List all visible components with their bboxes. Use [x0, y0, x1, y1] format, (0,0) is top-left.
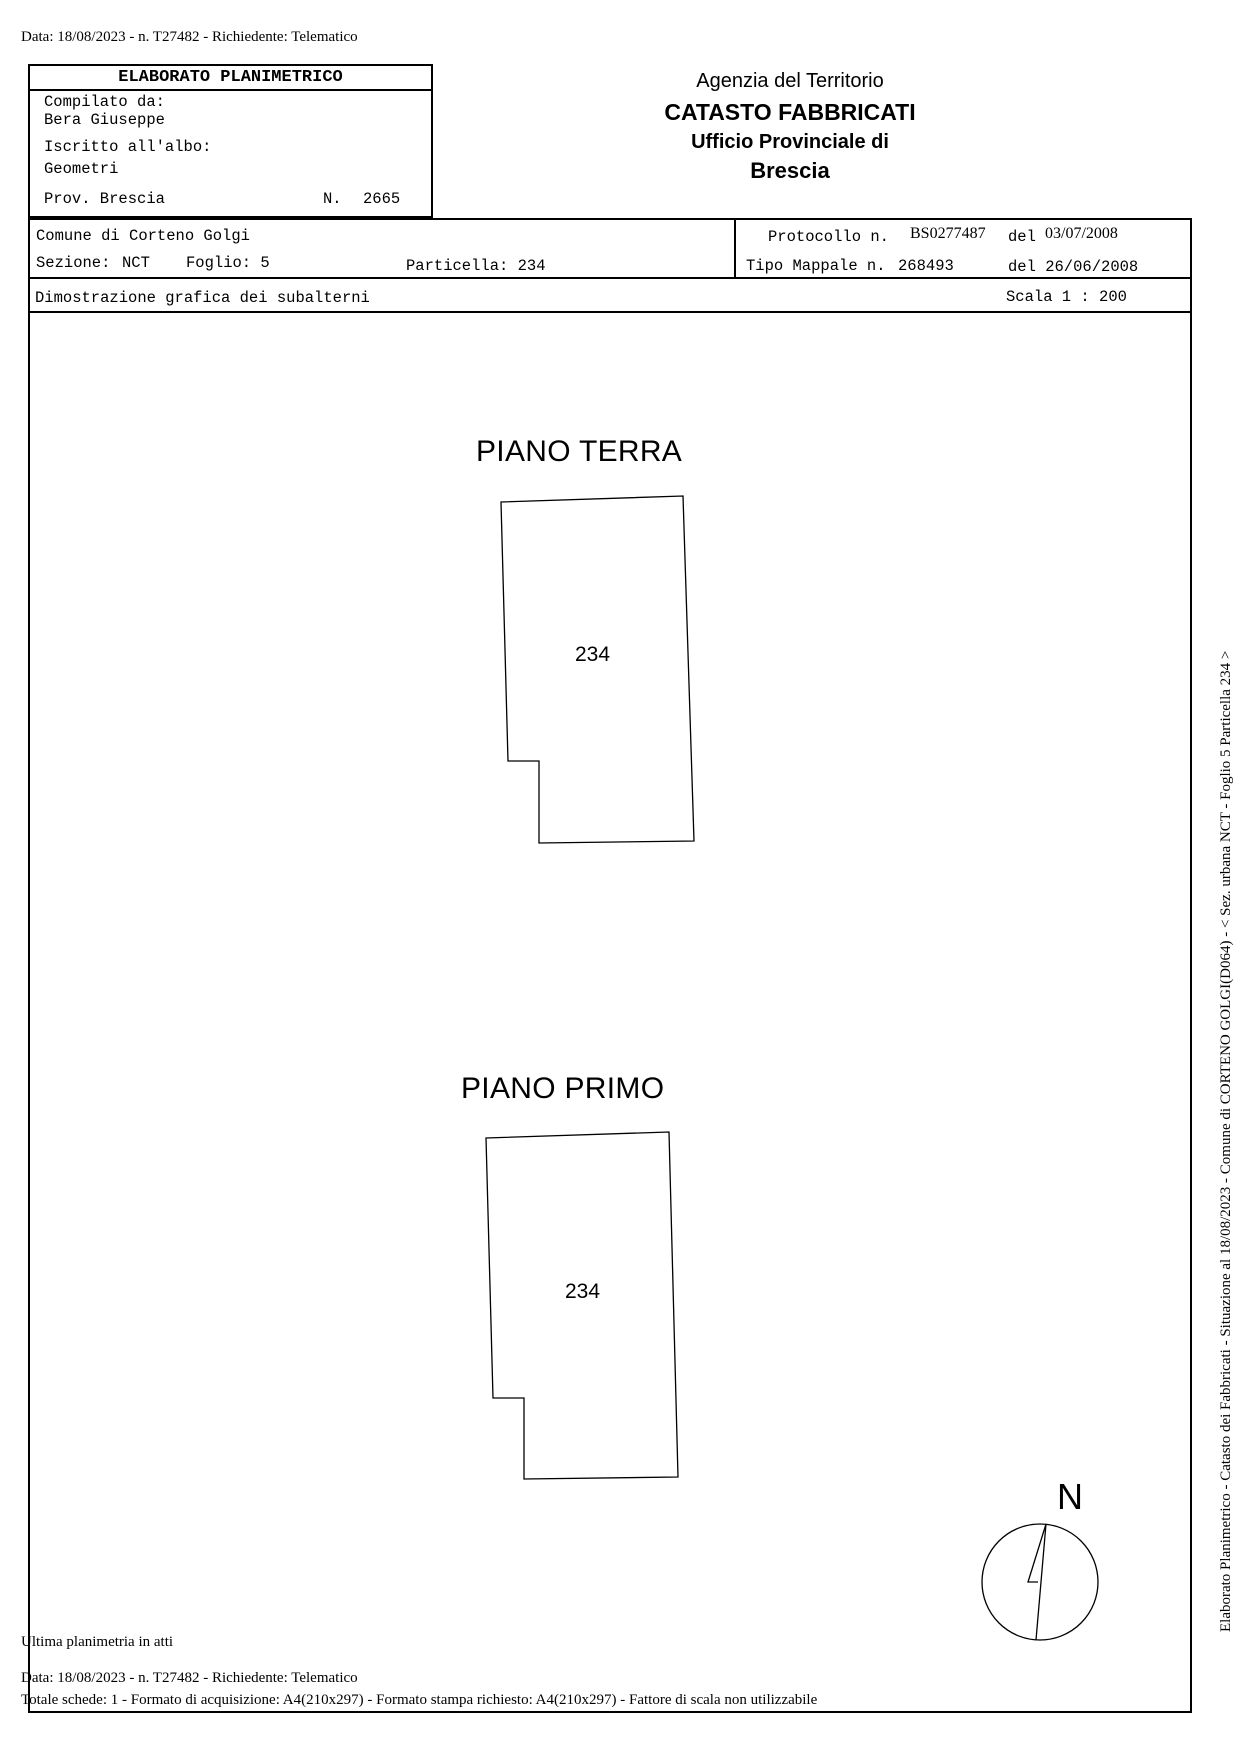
plan-divider: [28, 311, 1192, 313]
main-frame: [28, 218, 1192, 1713]
ultima-planimetria: Ultima planimetria in atti: [21, 1634, 174, 1650]
footer-totale-line: Totale schede: 1 - Formato di acquisizio…: [21, 1692, 818, 1708]
info-column-divider: [734, 218, 736, 278]
ufficio-city: Brescia: [750, 158, 830, 183]
tipo-mappale-label: Tipo Mappale n.: [746, 257, 886, 275]
parcel-outline-piano-primo: [485, 1131, 679, 1480]
elaborato-title: ELABORATO PLANIMETRICO: [30, 66, 431, 91]
province-label: Prov. Brescia: [44, 190, 165, 208]
side-vertical-text: Elaborato Planimetrico - Catasto dei Fab…: [1218, 650, 1234, 1632]
dimostrazione-label: Dimostrazione grafica dei subalterni: [35, 289, 370, 307]
footer-data-line: Data: 18/08/2023 - n. T27482 - Richieden…: [21, 1670, 358, 1686]
sezione-value: NCT: [122, 254, 150, 272]
iscritto-label: Iscritto all'albo:: [44, 138, 212, 156]
scale-label: Scala 1 : 200: [1006, 288, 1127, 306]
sezione-label: Sezione:: [36, 254, 111, 272]
protocollo-del: del: [1008, 228, 1036, 246]
foglio-label: Foglio: 5: [186, 254, 270, 272]
compilato-name: Bera Giuseppe: [44, 111, 165, 129]
iscritto-value: Geometri: [44, 160, 119, 178]
tipo-mappale-value: 268493: [898, 257, 954, 275]
parcel-label-piano-primo: 234: [565, 1280, 601, 1303]
parcel-outline-piano-terra: [500, 495, 695, 844]
elaborato-box: ELABORATO PLANIMETRICO Compilato da: Ber…: [28, 64, 433, 218]
protocollo-date: 03/07/2008: [1045, 225, 1118, 242]
albo-number-label: N.: [323, 190, 342, 208]
floor-title-piano-primo: PIANO PRIMO: [461, 1072, 665, 1105]
comune-label: Comune di Corteno Golgi: [36, 227, 250, 245]
ufficio-label: Ufficio Provinciale di: [691, 131, 889, 153]
catasto-title: CATASTO FABBRICATI: [664, 99, 916, 125]
protocollo-label: Protocollo n.: [768, 228, 889, 246]
north-label: N: [1057, 1476, 1083, 1517]
agency-name: Agenzia del Territorio: [696, 70, 884, 92]
compilato-label: Compilato da:: [44, 93, 165, 111]
info-divider: [28, 277, 1192, 279]
albo-number-value: 2665: [363, 190, 401, 208]
north-arrow-icon: [981, 1523, 1099, 1641]
floor-title-piano-terra: PIANO TERRA: [476, 435, 683, 468]
particella-label: Particella: 234: [406, 257, 546, 275]
tipo-mappale-date: del 26/06/2008: [1008, 258, 1139, 276]
header-data-line: Data: 18/08/2023 - n. T27482 - Richieden…: [21, 29, 358, 45]
protocollo-value: BS0277487: [910, 225, 986, 242]
parcel-label-piano-terra: 234: [575, 643, 611, 666]
